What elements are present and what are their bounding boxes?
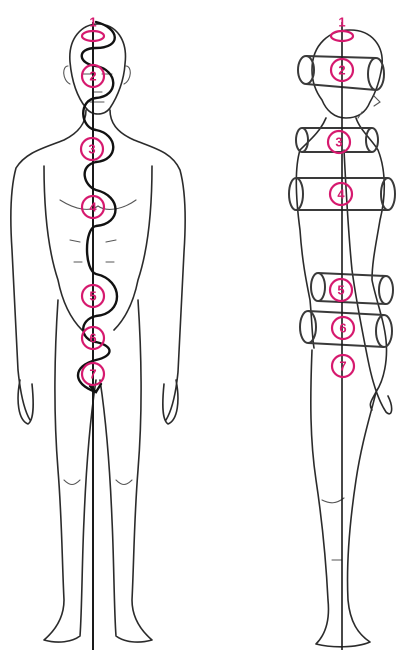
side-markers: 1 2 3 4 5 6 7 [328,15,354,378]
front-legs-outline [44,300,152,642]
side-marker-label: 4 [337,187,345,202]
front-marker-label: 3 [88,142,95,157]
front-head-outline [70,24,126,114]
side-marker-label: 5 [337,283,344,298]
side-marker-label: 7 [339,359,346,374]
front-marker-label: 5 [89,289,96,304]
side-marker-label: 1 [338,15,345,30]
side-marker-5: 5 [330,279,352,301]
front-marker-label: 4 [89,200,97,215]
side-marker-label: 2 [338,63,345,78]
side-marker-7: 7 [332,355,354,377]
side-marker-4: 4 [330,183,352,205]
front-marker-label: 7 [89,367,96,382]
front-torso-outline [11,110,185,420]
front-marker-label: 6 [89,331,96,346]
side-marker-label: 3 [335,135,342,150]
front-marker-label: 1 [89,15,96,30]
front-marker-label: 2 [89,69,96,84]
side-marker-3: 3 [328,131,350,153]
front-figure [11,22,185,650]
side-head-outline [312,30,382,118]
side-marker-label: 6 [339,321,346,336]
side-figure [289,22,395,650]
side-marker-6: 6 [332,317,354,339]
